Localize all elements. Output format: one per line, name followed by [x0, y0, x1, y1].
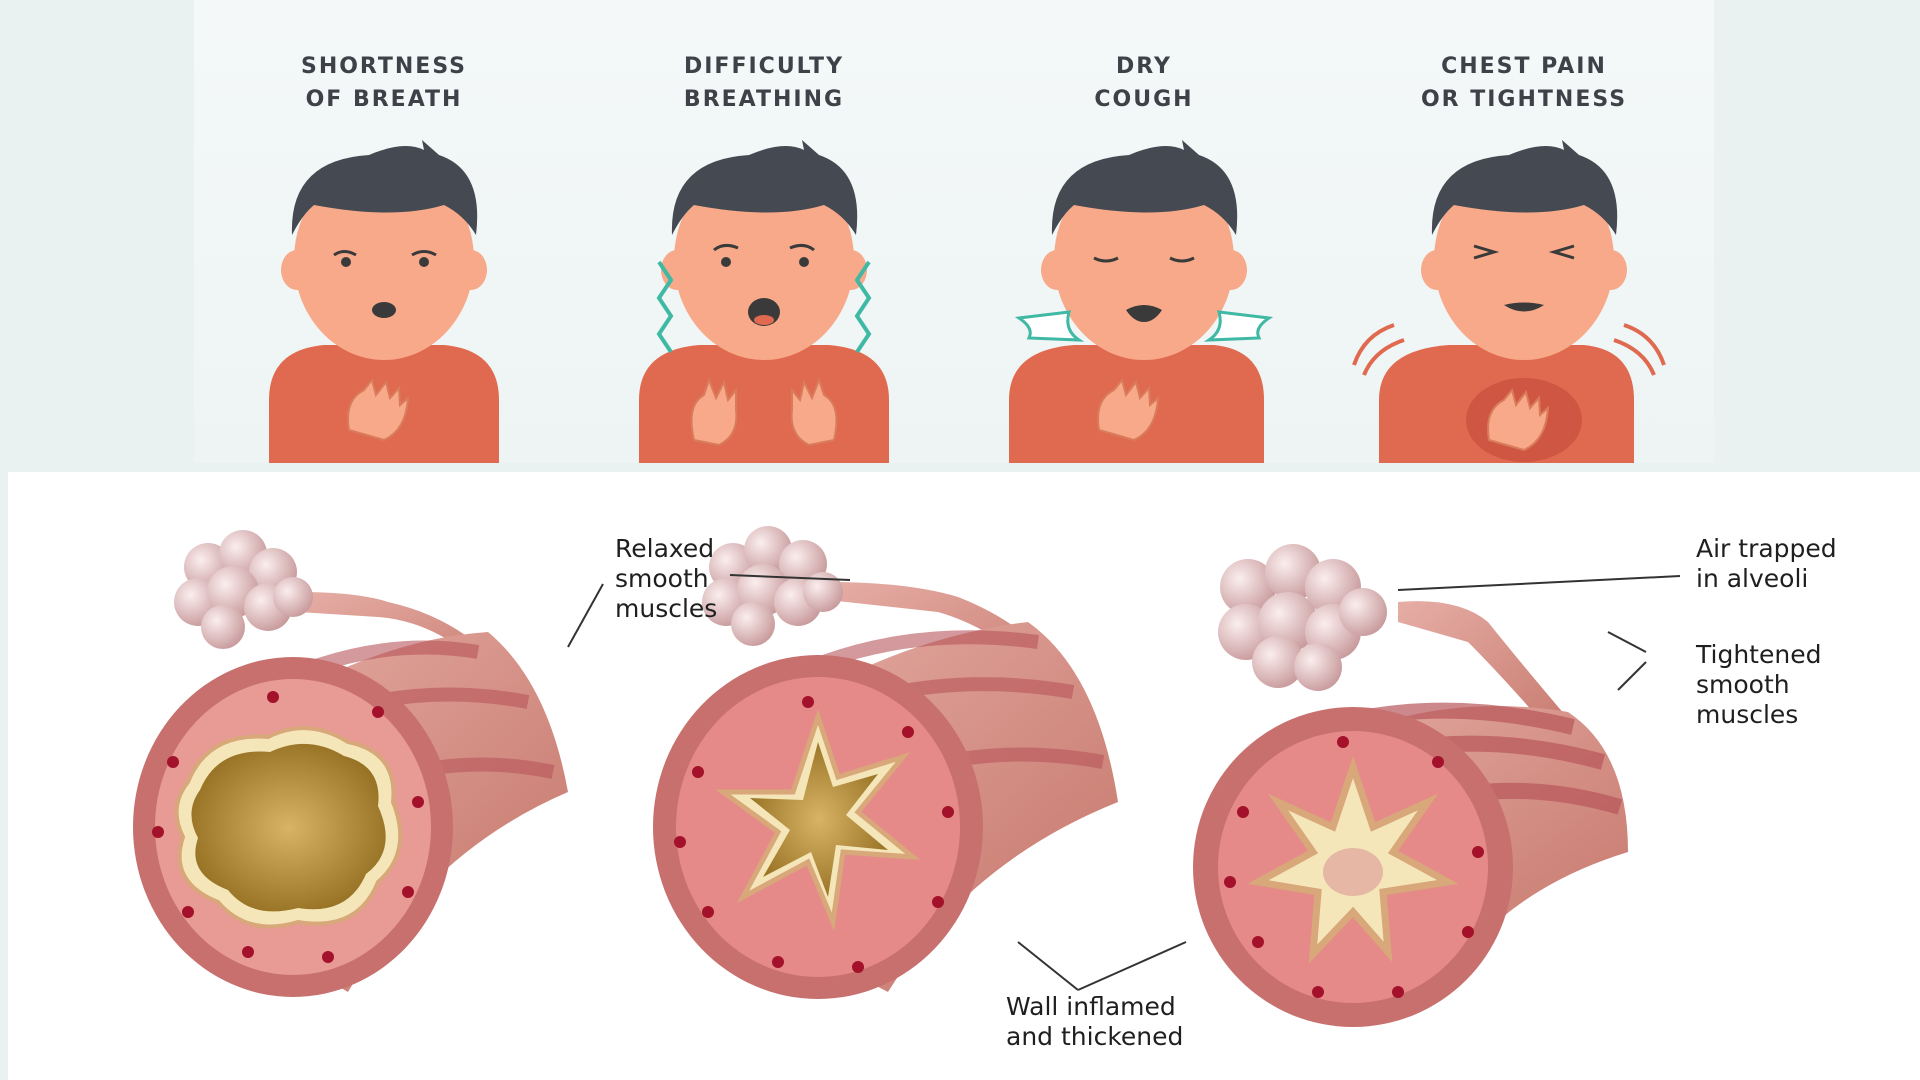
label-wall-inflamed: Wall inflamed and thickened — [1006, 992, 1183, 1052]
label-air-trapped: Air trapped in alveoli — [1696, 534, 1837, 594]
symptom-panel-difficulty-breathing: DIFFICULTY BREATHING — [574, 0, 954, 463]
label-line: smooth — [1696, 670, 1790, 699]
symptom-title: DIFFICULTY BREATHING — [574, 50, 954, 116]
symptom-panel-chest-pain: CHEST PAIN OR TIGHTNESS — [1334, 0, 1714, 463]
label-line: in alveoli — [1696, 564, 1809, 593]
symptom-title: SHORTNESS OF BREATH — [194, 50, 574, 116]
normal-airway — [133, 530, 568, 997]
label-line: Relaxed — [615, 534, 715, 563]
symptom-title-line1: SHORTNESS — [300, 54, 468, 79]
label-line: Tightened — [1696, 640, 1822, 669]
alveoli-cluster-3 — [1218, 544, 1387, 691]
label-relaxed-smooth-muscles: Relaxed smooth muscles — [615, 534, 717, 624]
symptom-title-line2: BREATHING — [683, 87, 845, 112]
symptom-title-line2: OR TIGHTNESS — [1420, 87, 1628, 112]
boy-illustration — [639, 140, 889, 463]
symptom-title-line1: DRY — [1116, 54, 1172, 79]
symptom-title-line2: OF BREATH — [305, 87, 463, 112]
inflamed-airway — [653, 526, 1118, 999]
asthmatic-airway — [1193, 544, 1628, 1027]
symptom-panel-shortness-of-breath: SHORTNESS OF BREATH — [194, 0, 574, 463]
boy-illustration — [1009, 140, 1274, 463]
boy-illustration — [269, 140, 499, 463]
symptom-title-line1: CHEST PAIN — [1441, 54, 1607, 79]
symptom-title-line2: COUGH — [1094, 87, 1194, 112]
leader-lines — [567, 574, 1681, 991]
airway-illustration — [133, 526, 1681, 1027]
label-tightened-smooth-muscles: Tightened smooth muscles — [1696, 640, 1821, 730]
symptom-panel-dry-cough: DRY COUGH — [954, 0, 1334, 463]
label-line: Air trapped — [1696, 534, 1837, 563]
label-line: muscles — [1696, 700, 1799, 729]
symptom-title: DRY COUGH — [954, 50, 1334, 116]
label-line: and thickened — [1006, 1022, 1184, 1051]
symptoms-banner: SHORTNESS OF BREATH DIFFICULTY BREATHING — [0, 0, 1920, 468]
alveoli-cluster-1 — [174, 530, 313, 649]
airway-comparison: Relaxed smooth muscles Air trapped in al… — [8, 472, 1920, 1080]
alveoli-cluster-2 — [702, 526, 843, 646]
symptom-title: CHEST PAIN OR TIGHTNESS — [1334, 50, 1714, 116]
label-line: Wall inflamed — [1006, 992, 1176, 1021]
boy-illustration — [1352, 140, 1666, 463]
symptom-title-line1: DIFFICULTY — [683, 54, 844, 79]
label-line: smooth — [615, 564, 709, 593]
label-line: muscles — [615, 594, 718, 623]
